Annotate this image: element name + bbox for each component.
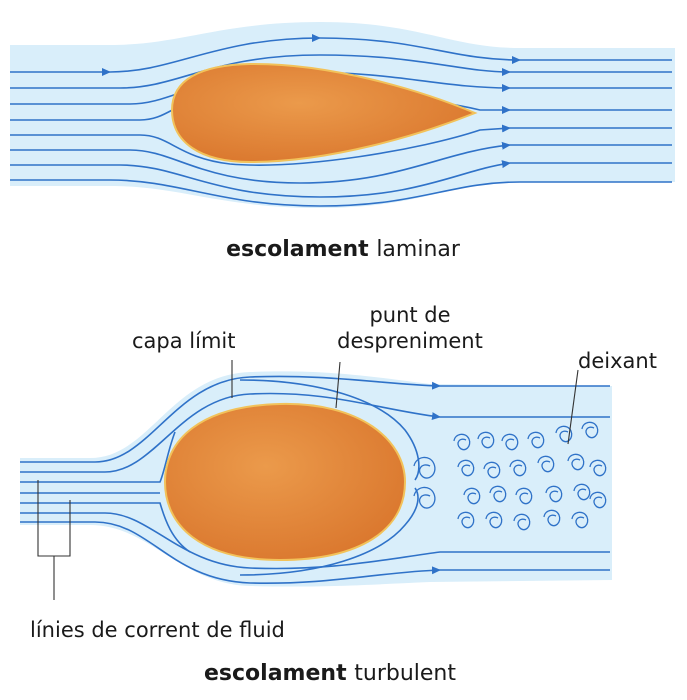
vortex: [555, 425, 573, 443]
vortex: [485, 511, 503, 529]
vortex: [413, 456, 436, 479]
label-separation-point-line2: despreniment: [337, 329, 483, 353]
streamline: [20, 502, 191, 553]
label-streamlines: línies de corrent de fluid: [30, 618, 285, 642]
vortex: [545, 485, 563, 503]
vortex: [573, 483, 591, 501]
streamline: [20, 392, 441, 473]
streamline: [10, 179, 672, 207]
turbulent-leader-lines: [37, 360, 579, 600]
streamline: [10, 34, 672, 77]
vortex: [581, 421, 599, 439]
streamline: [10, 160, 511, 198]
vortex: [463, 487, 481, 505]
streamline: [20, 375, 441, 463]
vortex: [501, 433, 519, 451]
streamline: [10, 54, 511, 89]
turbulent-streamlines: [20, 375, 610, 585]
label-separation-point-line1: punt de: [369, 303, 450, 327]
label-boundary-layer: capa límit: [132, 329, 235, 353]
leader-separation-point: [335, 361, 341, 409]
vortex: [483, 461, 501, 479]
laminar-caption-bold: escolament: [226, 237, 376, 262]
streamline: [20, 431, 176, 483]
turbulent-caption-bold: escolament: [204, 661, 354, 686]
turbulent-flow-diagram: capa límit punt de despreniment deixant …: [20, 303, 657, 686]
vortex: [543, 509, 561, 527]
vortex: [413, 486, 436, 509]
vortex: [509, 459, 527, 477]
vortex: [477, 431, 495, 449]
leader-wake: [567, 369, 579, 445]
vortex: [589, 491, 607, 509]
vortex: [457, 459, 475, 477]
streamline: [239, 487, 419, 576]
laminar-caption: escolament laminar: [226, 237, 461, 262]
vortex: [567, 453, 585, 471]
streamline: [20, 512, 610, 570]
vortex: [515, 487, 533, 505]
laminar-flow-diagram: escolament laminar: [10, 22, 675, 262]
vortex: [571, 511, 589, 529]
streamline: [239, 379, 420, 481]
turbulent-caption-rest: turbulent: [354, 661, 456, 686]
vortex: [527, 431, 545, 449]
vortex: [489, 485, 507, 503]
laminar-caption-rest: laminar: [376, 237, 461, 262]
streamline: [20, 521, 441, 585]
vortex: [513, 513, 531, 531]
turbulent-caption: escolament turbulent: [204, 661, 456, 686]
turbulent-egg-body: [163, 402, 407, 562]
vortex: [457, 511, 475, 529]
vortex: [589, 459, 607, 477]
turbulent-wake-vortices: [413, 421, 607, 531]
streamline: [10, 124, 511, 166]
vortex: [453, 433, 471, 451]
laminar-teardrop-body: [170, 62, 478, 164]
vortex: [537, 455, 555, 473]
streamline: [10, 141, 511, 184]
label-wake: deixant: [578, 349, 657, 373]
